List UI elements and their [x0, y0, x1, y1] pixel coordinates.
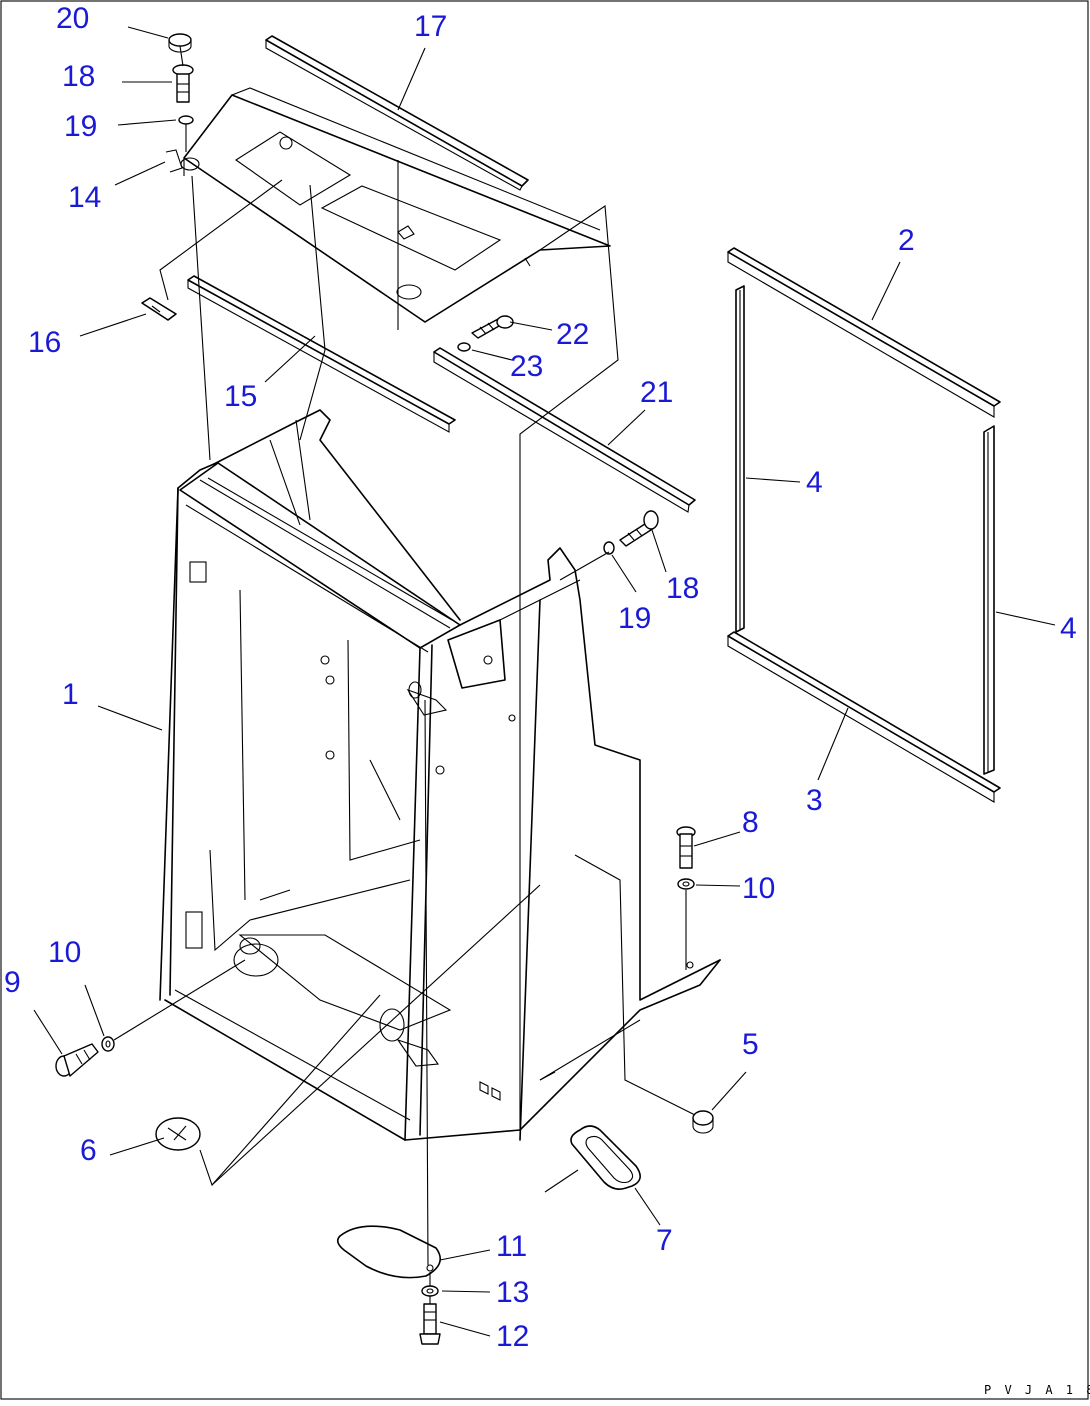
washer-10-left-part [101, 1036, 115, 1052]
assembly-lines [113, 45, 696, 1304]
callout-1: 1 [62, 678, 79, 711]
washer-23-part [457, 342, 471, 352]
callout-4: 4 [806, 466, 823, 499]
callout-17: 17 [414, 10, 447, 43]
callout-12: 12 [496, 1320, 529, 1353]
bolt-18-right-part [619, 510, 659, 547]
bolt-22-part [471, 315, 514, 339]
callout-16: 16 [28, 326, 61, 359]
callout-20: 20 [56, 2, 89, 35]
clip-16-part [141, 297, 177, 321]
callout-10: 10 [48, 936, 81, 969]
washer-10-right-part [677, 878, 695, 890]
callout-6: 6 [80, 1134, 97, 1167]
callout-5: 5 [742, 1028, 759, 1061]
cap-5-part [692, 1110, 714, 1134]
callout-9: 9 [4, 966, 21, 999]
strip-17-part [265, 35, 529, 191]
bolt-9-part [55, 1043, 99, 1077]
callout-22: 22 [556, 318, 589, 351]
side-panel-assembly [727, 247, 1001, 803]
callout-4: 4 [1060, 612, 1077, 645]
bolt-12-part [419, 1303, 441, 1345]
main-frame-part [159, 409, 721, 1141]
cover-11-part [336, 1225, 442, 1279]
leader-lines [33, 26, 1056, 1337]
callout-labels: 20 18 19 14 16 17 22 23 15 21 2 4 4 3 18… [4, 2, 1077, 1353]
callout-13: 13 [496, 1276, 529, 1309]
callout-7: 7 [656, 1224, 673, 1257]
callout-18: 18 [62, 60, 95, 93]
callout-19: 19 [618, 602, 651, 635]
plug-6-part [155, 1117, 201, 1151]
top-cover-part [165, 87, 611, 323]
bolt-8-part [676, 826, 696, 869]
callout-19: 19 [64, 110, 97, 143]
gasket-7-part [570, 1125, 641, 1190]
washer-13-part [421, 1285, 439, 1297]
washer-19-right-part [603, 541, 615, 555]
washer-19-top-part [178, 115, 194, 125]
strip-21-part [433, 347, 696, 513]
callout-21: 21 [640, 376, 673, 409]
callout-15: 15 [224, 380, 257, 413]
bolt-18-top-part [172, 64, 194, 103]
callout-2: 2 [898, 224, 915, 257]
callout-18: 18 [666, 572, 699, 605]
callout-10: 10 [742, 872, 775, 905]
callout-14: 14 [68, 181, 101, 214]
callout-23: 23 [510, 350, 543, 383]
callout-8: 8 [742, 806, 759, 839]
drawing-code: P V J A 1 8 1 [984, 1383, 1090, 1397]
callout-11: 11 [496, 1230, 527, 1263]
callout-3: 3 [806, 784, 823, 817]
strip-15-part [187, 275, 456, 433]
